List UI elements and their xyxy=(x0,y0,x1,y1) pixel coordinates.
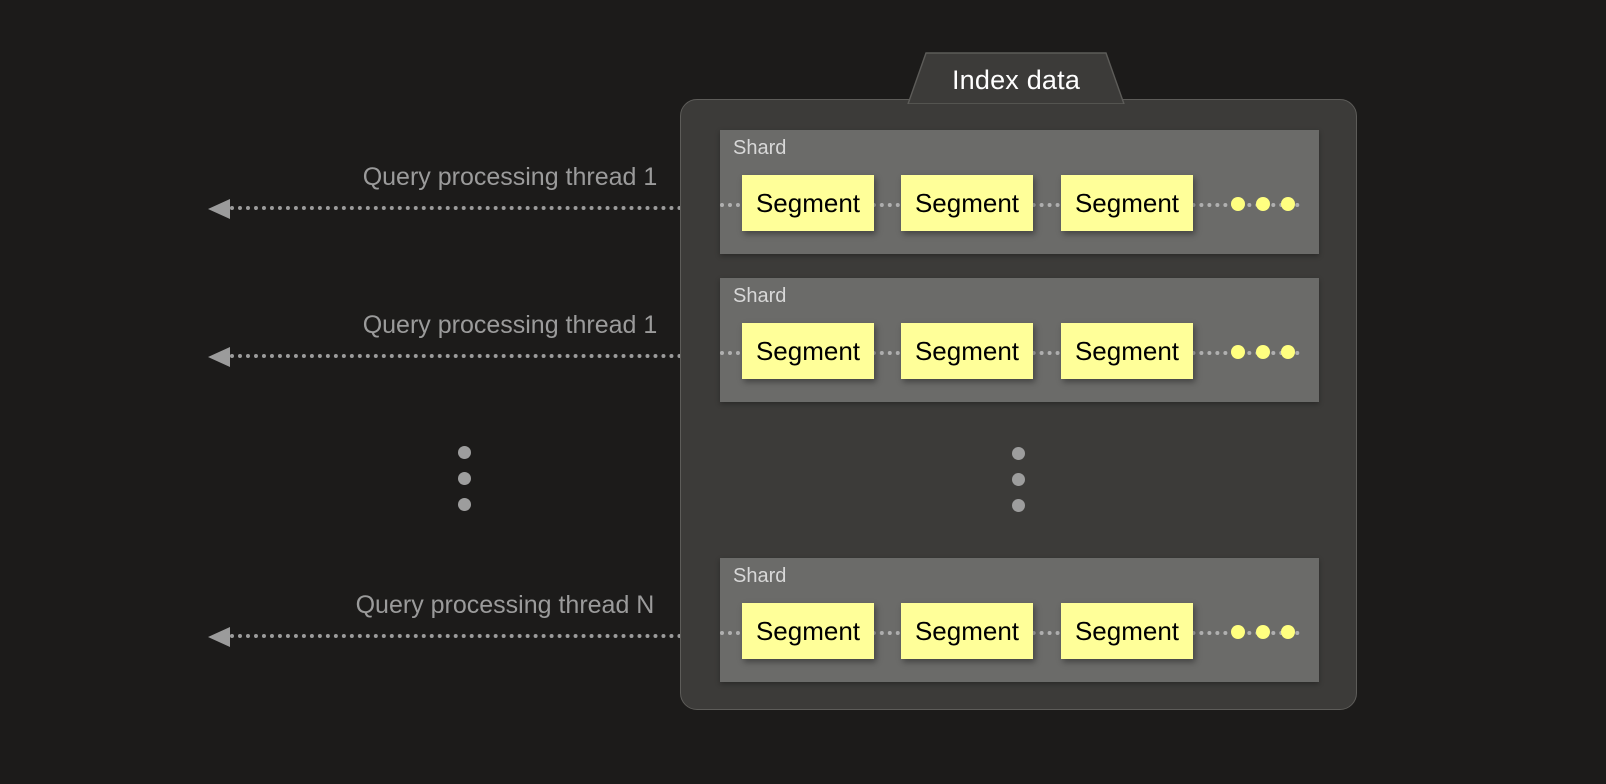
shard-1-segment-3: Segment xyxy=(1061,175,1193,231)
shard-3: Shard Segment Segment Segment xyxy=(720,558,1319,682)
shard-3-label: Shard xyxy=(733,565,787,587)
query-thread-3: Query processing thread N xyxy=(208,586,722,647)
shard-1-label: Shard xyxy=(733,137,787,159)
query-thread-3-label: Query processing thread N xyxy=(355,591,655,619)
shard-2-more-dot xyxy=(1281,345,1295,359)
shard-3-segment-1: Segment xyxy=(742,603,874,659)
shard-1-more-dot xyxy=(1281,197,1295,211)
ellipsis-dot xyxy=(458,498,471,511)
query-thread-3-connector xyxy=(230,634,722,638)
shard-3-more-dot xyxy=(1231,625,1245,639)
query-thread-1-label: Query processing thread 1 xyxy=(362,163,658,191)
shard-1-more-dot xyxy=(1231,197,1245,211)
ellipsis-dot xyxy=(1012,499,1025,512)
ellipsis-dot xyxy=(1012,447,1025,460)
shard-1-segment-2: Segment xyxy=(901,175,1033,231)
shard-3-segment-3: Segment xyxy=(1061,603,1193,659)
shard-2-label: Shard xyxy=(733,285,787,307)
shard-3-more-dot xyxy=(1256,625,1270,639)
arrow-left-icon xyxy=(208,347,230,367)
shard-2-segment-3: Segment xyxy=(1061,323,1193,379)
shard-2: Shard Segment Segment Segment xyxy=(720,278,1319,402)
ellipsis-dot xyxy=(1012,473,1025,486)
shard-1: Shard Segment Segment Segment xyxy=(720,130,1319,254)
index-data-tab: Index data xyxy=(900,52,1132,104)
shard-3-segment-2: Segment xyxy=(901,603,1033,659)
shard-2-segment-2: Segment xyxy=(901,323,1033,379)
shard-1-more-dot xyxy=(1256,197,1270,211)
shard-1-segment-1: Segment xyxy=(742,175,874,231)
tab-shape-icon xyxy=(907,52,1125,104)
panel-vertical-ellipsis xyxy=(1012,447,1026,525)
query-thread-2-label: Query processing thread 1 xyxy=(362,311,658,339)
ellipsis-dot xyxy=(458,472,471,485)
shard-2-segment-1: Segment xyxy=(742,323,874,379)
index-data-panel: Shard Segment Segment Segment Shard Segm… xyxy=(680,99,1357,710)
shard-2-more-dot xyxy=(1231,345,1245,359)
query-thread-1-connector xyxy=(230,206,722,210)
arrow-left-icon xyxy=(208,199,230,219)
arrow-left-icon xyxy=(208,627,230,647)
query-thread-2: Query processing thread 1 xyxy=(208,306,722,367)
index-data-tab-label: Index data xyxy=(951,65,1081,95)
left-vertical-ellipsis xyxy=(458,446,472,524)
query-thread-1: Query processing thread 1 xyxy=(208,158,722,219)
query-thread-2-connector xyxy=(230,354,722,358)
ellipsis-dot xyxy=(458,446,471,459)
shard-2-more-dot xyxy=(1256,345,1270,359)
shard-3-more-dot xyxy=(1281,625,1295,639)
